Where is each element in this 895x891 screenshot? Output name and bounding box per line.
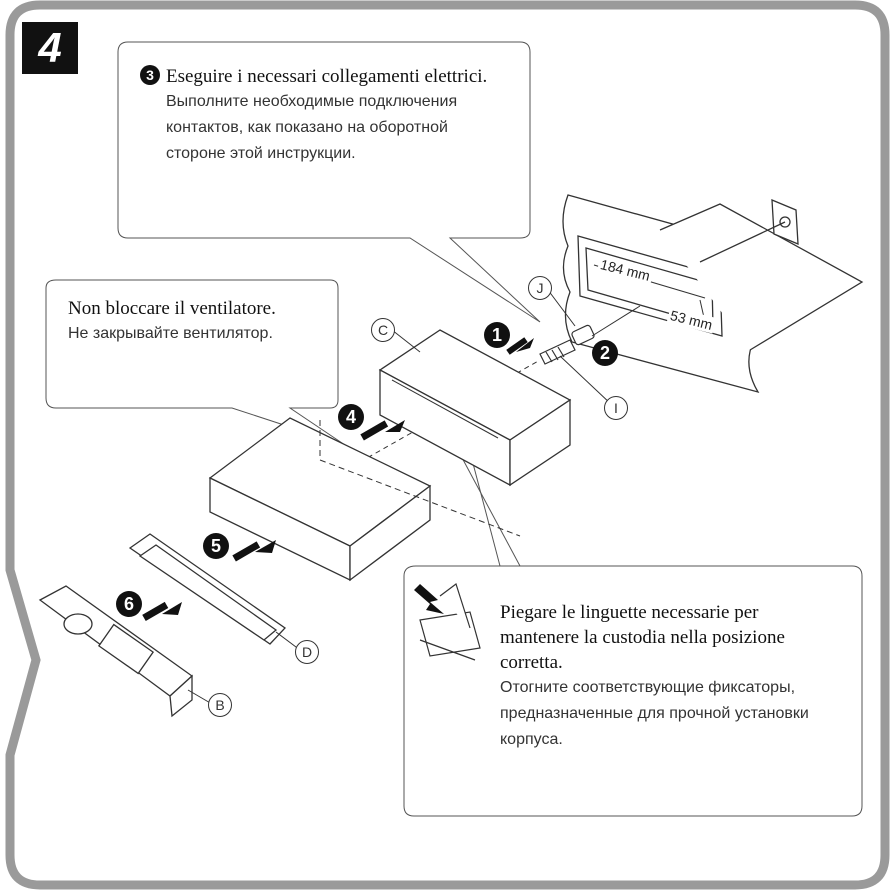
- fan-note-it: Non bloccare il ventilatore.: [68, 298, 276, 319]
- fan-note-ru: Не закрывайте вентилятор.: [68, 325, 273, 342]
- part-label-c: C: [371, 318, 395, 342]
- direction-arrows: [142, 337, 534, 621]
- tabs-note-it-1: Piegare le linguette necessarie per: [500, 602, 759, 623]
- part-label-b: B: [208, 693, 232, 717]
- wiring-note-ru-1: Выполните необходимые подключения: [166, 93, 458, 110]
- mounting-sleeve: [378, 329, 572, 487]
- wiring-note: 3 Eseguire i necessari collegamenti elett…: [140, 64, 520, 167]
- tabs-note-ru-1: Отогните соответствующие фиксаторы,: [500, 679, 796, 696]
- step-marker-2: 2: [592, 340, 618, 366]
- step-number-badge: 4: [22, 22, 78, 74]
- step-marker-1: 1: [484, 322, 510, 348]
- part-label-d: D: [295, 640, 319, 664]
- part-label-j: J: [528, 276, 552, 300]
- tabs-note: Piegare le linguette necessarie per mant…: [500, 600, 855, 753]
- fan-note: Non bloccare il ventilatore. Не закрывай…: [68, 296, 333, 347]
- bend-tab-icon: [419, 583, 481, 661]
- tabs-note-it-2: mantenere la custodia nella posizione: [500, 627, 785, 648]
- step-marker-4: 4: [338, 404, 364, 430]
- step-marker-5: 5: [203, 533, 229, 559]
- wiring-note-ru-3: стороне этой инструкции.: [166, 145, 356, 162]
- bend-arrow: [414, 584, 444, 614]
- outer-frame: [5, 0, 890, 890]
- tabs-note-ru-2: предназначенные для прочной установки: [500, 705, 809, 722]
- wiring-note-it: Eseguire i necessari collegamenti elettr…: [166, 66, 488, 87]
- part-label-i: I: [604, 396, 628, 420]
- tabs-note-it-3: corretta.: [500, 652, 563, 673]
- main-unit: [208, 417, 432, 582]
- tabs-note-ru-3: корпуса.: [500, 731, 563, 748]
- step-marker-6: 6: [116, 591, 142, 617]
- tabs-callout: [403, 565, 863, 817]
- bolt-part: [539, 324, 595, 365]
- step-marker-3: 3: [140, 65, 160, 85]
- trim-frame: [128, 533, 286, 645]
- faceplate: [38, 585, 194, 718]
- fan-callout: [45, 279, 346, 446]
- wiring-callout: [117, 41, 541, 323]
- wiring-note-ru-2: контактов, как показано на оборотной: [166, 119, 448, 136]
